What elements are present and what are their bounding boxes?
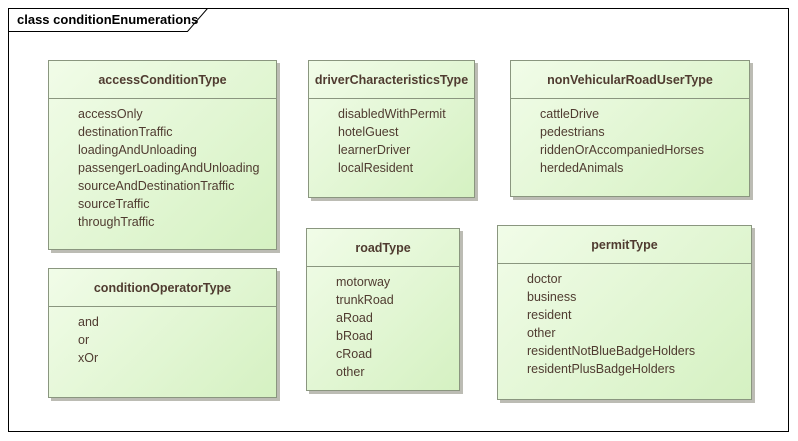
enum-literal: localResident [338,161,414,175]
enum-literal: cattleDrive [540,107,600,121]
enum-literal: learnerDriver [338,143,411,157]
enum-literal: cRoad [336,347,373,361]
enum-literal-list: disabledWithPermit hotelGuest learnerDri… [309,99,474,177]
enum-literal-list: cattleDrive pedestrians riddenOrAccompan… [511,99,749,177]
enum-literal: other [336,365,365,379]
enum-title: driverCharacteristicsType [309,61,474,99]
frame-label-tab [8,8,209,32]
enum-title: permitType [498,226,751,264]
enum-literal: destinationTraffic [78,125,173,139]
enum-literal-list: motorway trunkRoad aRoad bRoad cRoad oth… [307,267,459,381]
enum-literal: aRoad [336,311,373,325]
enum-box-permitType[interactable]: permitType doctor business resident othe… [497,225,752,400]
enum-title: accessConditionType [49,61,276,99]
enum-literal: other [527,326,556,340]
enum-literal-list: and or xOr [49,307,276,367]
enum-literal: sourceAndDestinationTraffic [78,179,235,193]
enum-literal: trunkRoad [336,293,394,307]
enum-literal: passengerLoadingAndUnloading [78,161,260,175]
enum-literal: or [78,333,90,347]
enum-literal: disabledWithPermit [338,107,446,121]
enum-literal: sourceTraffic [78,197,150,211]
enum-literal: residentPlusBadgeHolders [527,362,676,376]
frame-label: class conditionEnumerations [17,12,199,27]
enum-literal: residentNotBlueBadgeHolders [527,344,696,358]
enum-literal: pedestrians [540,125,605,139]
enum-literal: throughTraffic [78,215,155,229]
enum-literal: riddenOrAccompaniedHorses [540,143,704,157]
enum-title: conditionOperatorType [49,269,276,307]
enum-literal: resident [527,308,572,322]
enum-box-conditionOperatorType[interactable]: conditionOperatorType and or xOr [48,268,277,398]
enum-literal: and [78,315,99,329]
enum-literal: hotelGuest [338,125,399,139]
enum-literal: bRoad [336,329,373,343]
enum-literal: xOr [78,351,99,365]
enum-literal-list: accessOnly destinationTraffic loadingAnd… [49,99,276,231]
enum-box-nonVehicularRoadUserType[interactable]: nonVehicularRoadUserType cattleDrive ped… [510,60,750,197]
enum-title: nonVehicularRoadUserType [511,61,749,99]
enum-box-accessConditionType[interactable]: accessConditionType accessOnly destinati… [48,60,277,250]
enum-literal: doctor [527,272,562,286]
enum-title: roadType [307,229,459,267]
enum-literal-list: doctor business resident other residentN… [498,264,751,378]
enum-box-driverCharacteristicsType[interactable]: driverCharacteristicsType disabledWithPe… [308,60,475,198]
enum-box-roadType[interactable]: roadType motorway trunkRoad aRoad bRoad … [306,228,460,391]
enum-literal: motorway [336,275,391,289]
frame-tab-shape [8,8,209,32]
enum-literal: business [527,290,577,304]
enum-literal: accessOnly [78,107,143,121]
enum-literal: loadingAndUnloading [78,143,197,157]
enum-literal: herdedAnimals [540,161,624,175]
